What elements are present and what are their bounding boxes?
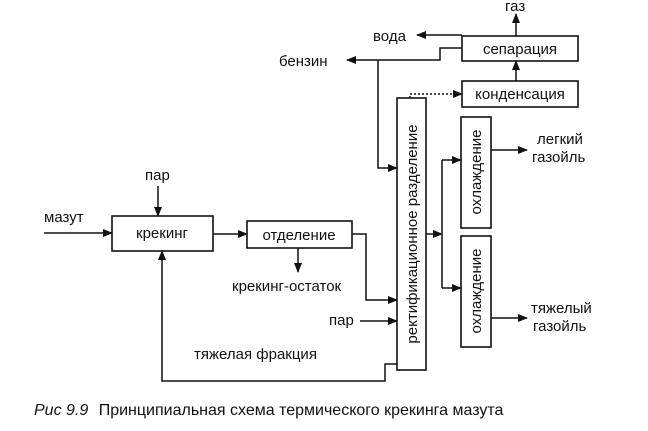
rectification-label: ректификационное разделение	[404, 124, 421, 343]
cooling-bottom-label: охлаждение	[468, 249, 485, 334]
condensation-box	[461, 80, 579, 108]
condensation-label: конденсация	[475, 86, 565, 103]
cooling-bottom-box	[460, 235, 492, 348]
light-gasoil-line1: легкий	[537, 131, 583, 148]
steam-top-label: пар	[145, 167, 170, 184]
arrow-to-condensation	[409, 90, 463, 98]
separation-dept-label: отделение	[262, 227, 335, 244]
arrow-gasoline	[346, 47, 462, 64]
separation-box	[461, 35, 579, 62]
arrow-heavy-fraction	[158, 250, 397, 382]
arrow-to-rectification	[352, 233, 398, 304]
caption-text: Принципиальная схема термического крекин…	[99, 402, 504, 419]
caption-prefix: Рис 9.9	[34, 402, 88, 419]
gas-label: газ	[505, 0, 525, 15]
mazut-label: мазут	[44, 209, 84, 226]
separation-dept-box	[246, 220, 353, 249]
gasoline-label: бензин	[279, 53, 328, 70]
heavy-gasoil-line2: газойль	[533, 318, 586, 335]
heavy-gasoil-line1: тяжелый	[531, 300, 592, 317]
light-gasoil-line2: газойль	[532, 149, 585, 166]
water-label: вода	[373, 28, 407, 45]
cracking-label: крекинг	[136, 225, 188, 242]
residue-label: крекинг-остаток	[232, 278, 342, 295]
steam-bottom-label: пар	[329, 312, 354, 329]
figure-caption: Рис 9.9 Принципиальная схема термическог…	[34, 402, 504, 419]
rectification-box	[396, 97, 427, 371]
arrow-reflux	[377, 60, 398, 172]
separation-label: сепарация	[483, 41, 557, 58]
heavy-fraction-label: тяжелая фракция	[194, 346, 317, 363]
cooling-top-label: охлаждение	[468, 130, 485, 215]
cooling-top-box	[460, 116, 492, 229]
